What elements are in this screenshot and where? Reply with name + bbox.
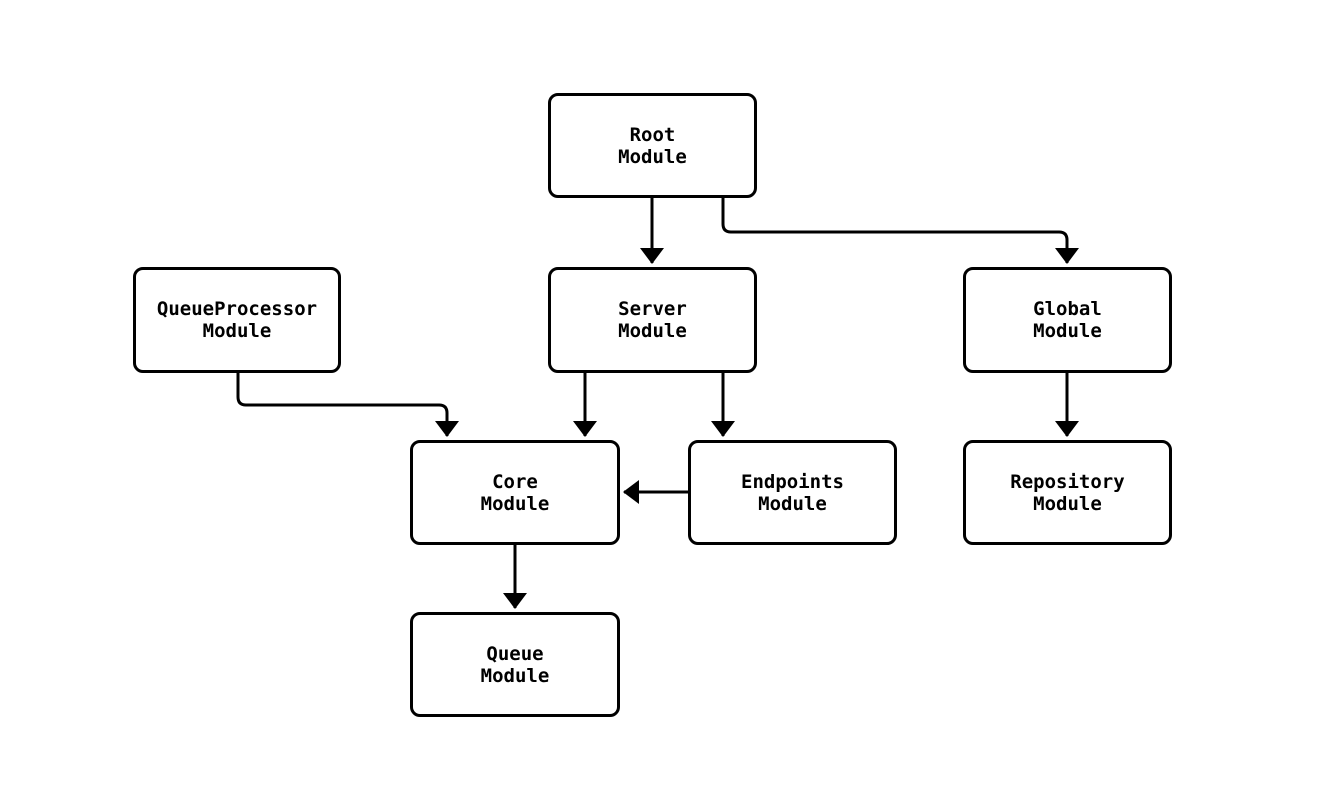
node-label-line2: Module <box>618 320 687 342</box>
node-core-module: Core Module <box>410 440 620 545</box>
node-label-line1: QueueProcessor <box>156 298 318 320</box>
node-label-line2: Module <box>758 492 827 515</box>
node-label-line2: Module <box>480 664 550 687</box>
node-endpoints-module: Endpoints Module <box>688 440 897 545</box>
node-label-line2: Module <box>202 320 272 342</box>
node-label-line1: Root <box>629 123 676 146</box>
node-server-module: Server Module <box>548 267 757 373</box>
node-label-line1: Server <box>618 298 687 320</box>
node-label-line1: Repository <box>1010 470 1125 493</box>
node-queueprocessor-module: QueueProcessor Module <box>133 267 341 373</box>
node-label-line2: Module <box>1033 492 1102 515</box>
node-label-line1: Endpoints <box>741 470 844 493</box>
edge-queueprocessor-to-core <box>236 373 459 437</box>
node-label-line1: Global <box>1033 298 1102 320</box>
node-queue-module: Queue Module <box>410 612 620 717</box>
node-label-line2: Module <box>480 492 550 515</box>
edge-root-to-global <box>721 198 1079 264</box>
node-repository-module: Repository Module <box>963 440 1172 545</box>
node-root-module: Root Module <box>548 93 757 198</box>
node-label-line2: Module <box>1033 320 1102 342</box>
node-label-line2: Module <box>618 145 687 168</box>
node-global-module: Global Module <box>963 267 1172 373</box>
node-label-line1: Queue <box>486 642 544 665</box>
node-label-line1: Core <box>492 470 538 493</box>
